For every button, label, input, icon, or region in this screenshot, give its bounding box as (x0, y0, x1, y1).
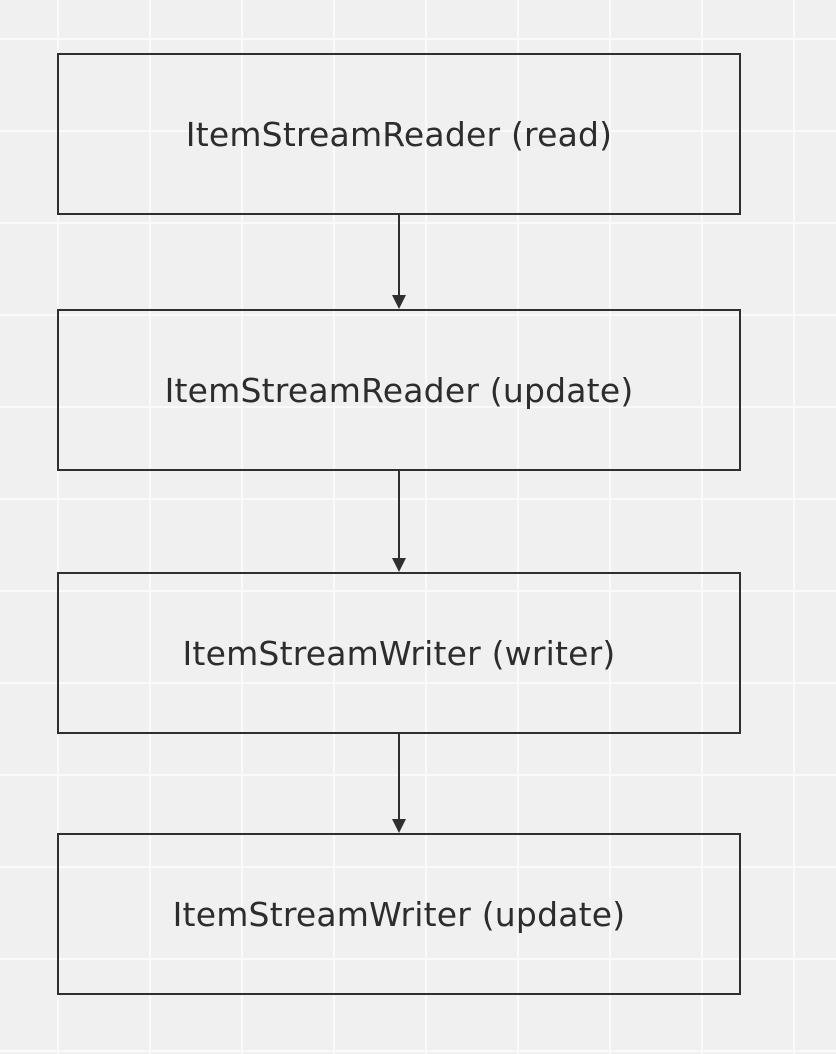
node-label: ItemStreamWriter (writer) (182, 633, 616, 673)
node-label: ItemStreamWriter (update) (172, 894, 626, 934)
node-itemstreamreader-update[interactable]: ItemStreamReader (update) (57, 309, 741, 471)
node-label: ItemStreamReader (update) (164, 370, 634, 410)
arrow-down-icon (392, 471, 406, 572)
node-itemstreamwriter-writer[interactable]: ItemStreamWriter (writer) (57, 572, 741, 734)
arrow-down-icon (392, 215, 406, 309)
arrow-down-icon (392, 734, 406, 833)
connector-arrow-1[interactable] (389, 215, 409, 309)
connector-arrow-3[interactable] (389, 734, 409, 833)
node-label: ItemStreamReader (read) (185, 114, 613, 154)
node-itemstreamreader-read[interactable]: ItemStreamReader (read) (57, 53, 741, 215)
connector-arrow-2[interactable] (389, 471, 409, 572)
node-itemstreamwriter-update[interactable]: ItemStreamWriter (update) (57, 833, 741, 995)
